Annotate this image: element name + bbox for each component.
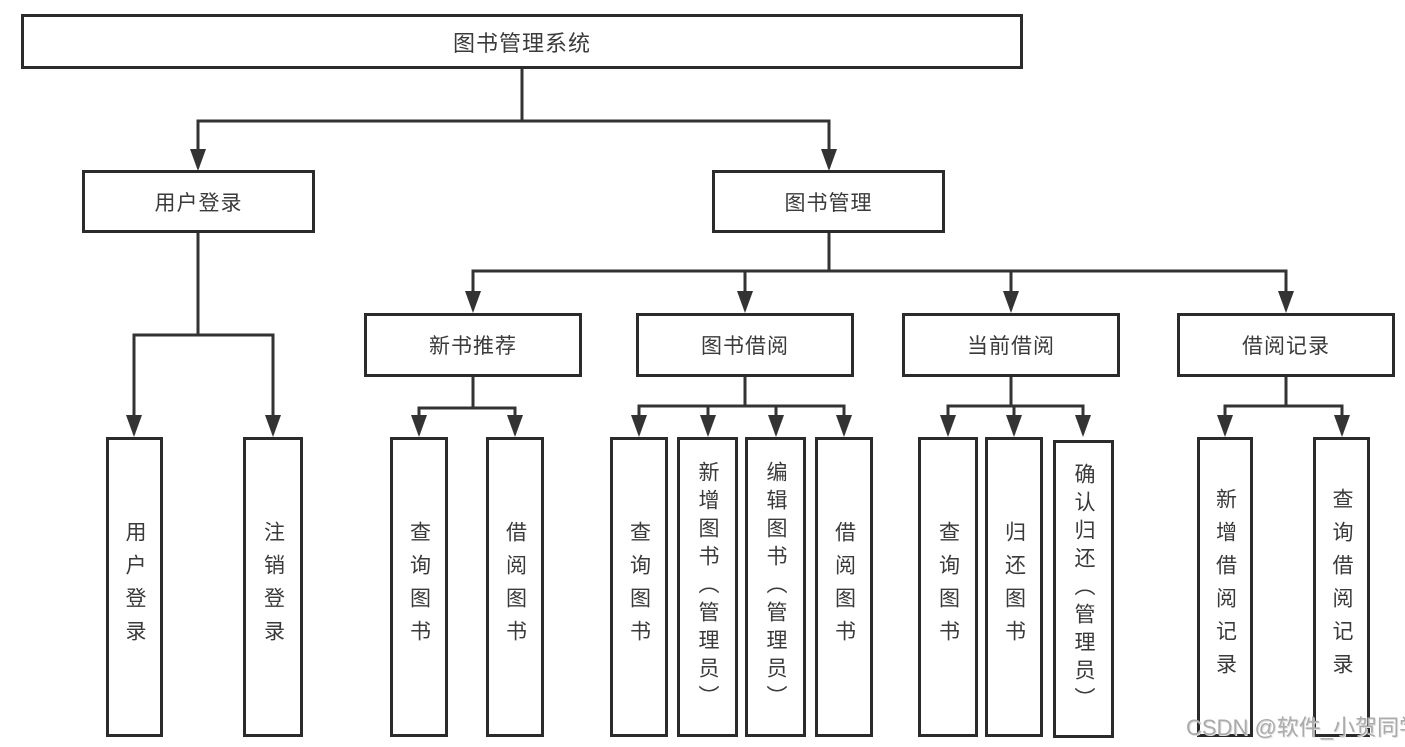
leaf-label: 借阅图书 xyxy=(832,521,856,653)
node-new-book-recommend: 新书推荐 xyxy=(364,313,582,377)
node-user-login-group: 用户登录 xyxy=(82,170,315,233)
watermark: CSDN @软件_小贺同学 xyxy=(1186,715,1405,740)
leaf-borrow-books: 借阅图书 xyxy=(815,437,873,737)
leaf-query-borrow-record: 查询借阅记录 xyxy=(1313,437,1370,737)
leaf-label: 用户登录 xyxy=(123,521,146,653)
leaf-label: 新增借阅记录 xyxy=(1213,488,1237,686)
node-current-borrow: 当前借阅 xyxy=(902,313,1120,377)
node-borrow-records: 借阅记录 xyxy=(1177,313,1395,377)
leaf-label: 查询图书 xyxy=(936,521,960,653)
connector-user-login-children xyxy=(126,231,281,437)
connector-book-management-children xyxy=(465,231,1294,313)
leaf-add-borrow-record: 新增借阅记录 xyxy=(1197,437,1253,737)
leaf-return-books: 归还图书 xyxy=(985,437,1043,737)
leaf-label: 归还图书 xyxy=(1002,521,1026,653)
leaf-borrow-books-recommend: 借阅图书 xyxy=(486,437,544,737)
leaf-label: 注销登录 xyxy=(261,521,285,653)
leaf-confirm-return-admin: 确认归还（管理员） xyxy=(1053,440,1114,738)
node-root-system: 图书管理系统 xyxy=(21,14,1023,69)
node-book-borrow: 图书借阅 xyxy=(636,313,854,377)
leaf-label: 确认归还（管理员） xyxy=(1072,463,1095,715)
connector-new-book-children xyxy=(411,375,523,437)
leaf-logout: 注销登录 xyxy=(243,437,303,737)
leaf-label: 查询借阅记录 xyxy=(1330,488,1353,686)
leaf-label: 借阅图书 xyxy=(503,521,527,653)
connector-root-to-level2 xyxy=(190,67,837,171)
leaf-label: 编辑图书（管理员） xyxy=(764,461,787,713)
leaf-query-books-recommend: 查询图书 xyxy=(390,437,448,737)
leaf-user-login: 用户登录 xyxy=(106,437,163,737)
leaf-add-books-admin: 新增图书（管理员） xyxy=(677,437,738,737)
connector-current-borrow-children xyxy=(940,375,1091,437)
node-book-management: 图书管理 xyxy=(712,170,945,233)
leaf-label: 新增图书（管理员） xyxy=(696,461,719,713)
leaf-edit-books-admin: 编辑图书（管理员） xyxy=(745,437,806,737)
leaf-label: 查询图书 xyxy=(407,521,431,653)
leaf-query-books-borrow: 查询图书 xyxy=(610,437,668,737)
leaf-label: 查询图书 xyxy=(627,521,651,653)
leaf-query-books-current: 查询图书 xyxy=(918,437,978,737)
connector-borrow-records-children xyxy=(1217,375,1350,437)
connector-book-borrow-children xyxy=(631,375,852,437)
